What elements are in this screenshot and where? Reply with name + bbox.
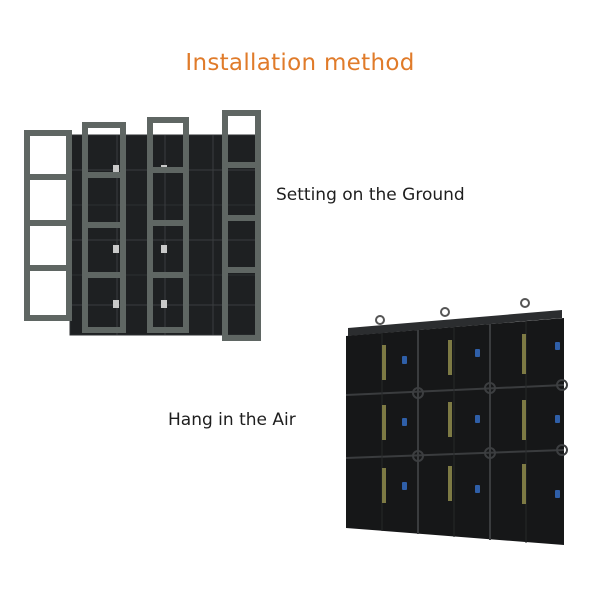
ground-installation-label: Setting on the Ground: [276, 185, 465, 205]
hanging-installation-image: [340, 290, 580, 545]
air-installation-label: Hang in the Air: [168, 410, 296, 430]
page-title: Installation method: [185, 50, 415, 76]
ground-installation-image: [15, 105, 275, 345]
